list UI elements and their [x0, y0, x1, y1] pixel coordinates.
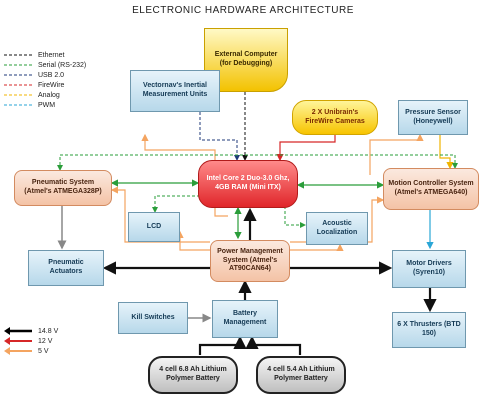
battery1-label: 4 cell 6.8 Ah Lithium Polymer Battery [159, 366, 227, 382]
legend-label: Ethernet [38, 51, 65, 59]
pneumatic-system-label: Pneumatic System (Atmel's ATMEGA328P) [24, 179, 102, 195]
pneumatic-system-node: Pneumatic System (Atmel's ATMEGA328P) [14, 170, 112, 206]
battery1-node: 4 cell 6.8 Ah Lithium Polymer Battery [148, 356, 238, 394]
legend-row-5v: 5 V [4, 346, 58, 356]
serial-link-acoustic [284, 206, 306, 228]
legend-label: Analog [38, 91, 60, 99]
motor-controller-node: Motion Controller System (Atmel's ATMEGA… [383, 168, 479, 210]
vectornav-node: Vectornav's Inertial Measurement Units [130, 70, 220, 112]
lcd-label: LCD [146, 222, 162, 230]
legend-row-ethernet: Ethernet [4, 50, 86, 60]
kill-switches-label: Kill Switches [131, 313, 175, 321]
battery1-link [198, 335, 247, 355]
power-pressure [369, 133, 424, 175]
acoustic-label: Acoustic Localization [316, 219, 358, 236]
legend-label: PWM [38, 101, 56, 109]
power-management-label: Power Management System (Atmel's AT90CAN… [217, 247, 283, 273]
legend-label: 14.8 V [38, 327, 59, 335]
thrusters-node: 6 X Thrusters (BTD 150) [392, 312, 466, 348]
power-management-node: Power Management System (Atmel's AT90CAN… [210, 240, 290, 282]
diagram-title: ELECTRONIC HARDWARE ARCHITECTURE [132, 5, 354, 16]
legend-row-14-8v: 14.8 V [4, 326, 58, 336]
cpu-label: Intel Core 2 Duo-3.0 Ghz, 4GB RAM (Mini … [206, 175, 290, 191]
legend-label: FireWire [38, 81, 65, 89]
cpu-node: Intel Core 2 Duo-3.0 Ghz, 4GB RAM (Mini … [198, 160, 298, 208]
vectornav-label: Vectornav's Inertial Measurement Units [142, 82, 208, 98]
legend-label: USB 2.0 [38, 71, 65, 79]
legend-label: 12 V [38, 337, 53, 345]
legend-row-analog: Analog [4, 90, 86, 100]
power-legend: 14.8 V 12 V 5 V [4, 326, 58, 356]
thrusters-label: 6 X Thrusters (BTD 150) [397, 321, 461, 337]
motor-drivers-label: Motor Drivers (Syren10) [406, 260, 452, 276]
serial-link-lcd [152, 195, 210, 213]
acoustic-node: Acoustic Localization [306, 212, 368, 245]
power-acoustic [290, 243, 344, 251]
orange-link-vectornav [141, 133, 228, 217]
external-computer-label: External Computer (for Debugging) [214, 51, 278, 67]
battery2-label: 4 cell 5.4 Ah Lithium Polymer Battery [267, 366, 335, 382]
serial-link-top [57, 154, 458, 171]
signal-legend: Ethernet Serial (RS-232) USB 2.0 FireWir… [4, 50, 86, 110]
battery-management-node: Battery Management [212, 300, 278, 338]
kill-switches-node: Kill Switches [118, 302, 188, 334]
legend-row-firewire: FireWire [4, 80, 86, 90]
legend-row-pwm: PWM [4, 100, 86, 110]
analog-link-pressure [439, 135, 454, 170]
pressure-sensor-node: Pressure Sensor (Honeywell) [398, 100, 468, 135]
pneumatic-actuators-label: Pneumatic Actuators [48, 259, 84, 275]
usb-link [199, 112, 240, 161]
legend-label: 5 V [38, 347, 49, 355]
legend-row-usb: USB 2.0 [4, 70, 86, 80]
power-pneumatic-system [110, 186, 210, 243]
cameras-node: 2 X Unibrain's FireWire Cameras [292, 100, 378, 135]
pressure-sensor-label: Pressure Sensor (Honeywell) [405, 108, 461, 125]
battery-management-label: Battery Management [223, 310, 267, 326]
firewire-link [276, 135, 336, 162]
motor-controller-label: Motion Controller System (Atmel's ATMEGA… [388, 180, 474, 196]
pneumatic-actuators-node: Pneumatic Actuators [28, 250, 104, 286]
motor-drivers-node: Motor Drivers (Syren10) [392, 250, 466, 288]
legend-row-12v: 12 V [4, 336, 58, 346]
cameras-label: 2 X Unibrain's FireWire Cameras [305, 108, 365, 125]
battery2-node: 4 cell 5.4 Ah Lithium Polymer Battery [256, 356, 346, 394]
battery2-link [245, 335, 302, 355]
power-lcd [176, 230, 210, 251]
legend-label: Serial (RS-232) [38, 61, 87, 69]
lcd-node: LCD [128, 212, 180, 242]
legend-row-serial: Serial (RS-232) [4, 60, 86, 70]
